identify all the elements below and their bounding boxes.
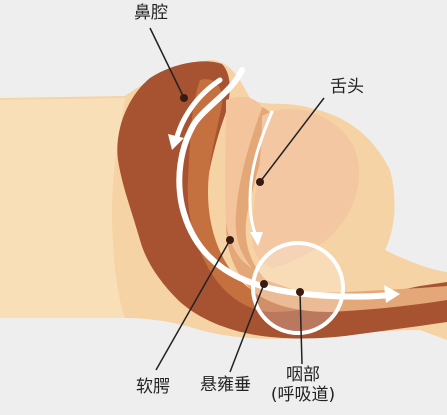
airflow-arrow-oral — [248, 110, 274, 238]
label-pharynx: 咽部 — [286, 365, 320, 385]
label-uvula: 悬雍垂 — [200, 375, 251, 395]
leader-line-pharynx — [299, 291, 303, 365]
leader-line-uvula — [229, 283, 265, 373]
airflow-arrow-nasal — [176, 67, 393, 300]
palate-fold — [225, 96, 262, 268]
airflow-arrow-head-icon — [168, 134, 184, 150]
marker-dot — [296, 288, 304, 296]
leader-line-soft-palate — [155, 239, 231, 371]
airflow-arrow-secondary — [173, 77, 223, 143]
marker-dot — [260, 280, 268, 288]
airflow-arrow-head-icon — [250, 232, 263, 246]
marker-dot — [256, 178, 264, 186]
label-pharynx-group: 咽部 (呼吸道) — [268, 365, 338, 405]
label-airway: (呼吸道) — [270, 384, 336, 405]
leader-line-nasal-cavity — [149, 27, 185, 99]
label-nasal-cavity: 鼻腔 — [134, 3, 168, 23]
airflow-arrow-head-icon — [384, 285, 400, 303]
highlight-circle-icon — [251, 241, 345, 335]
marker-dot — [180, 94, 188, 102]
soft-palate-tissue — [187, 79, 330, 312]
skin-highlight — [0, 98, 125, 318]
label-tongue: 舌头 — [330, 77, 364, 97]
tongue-shape — [251, 108, 360, 268]
marker-dot — [226, 236, 234, 244]
label-soft-palate: 软腭 — [136, 377, 170, 397]
leader-line-tongue — [259, 97, 325, 183]
